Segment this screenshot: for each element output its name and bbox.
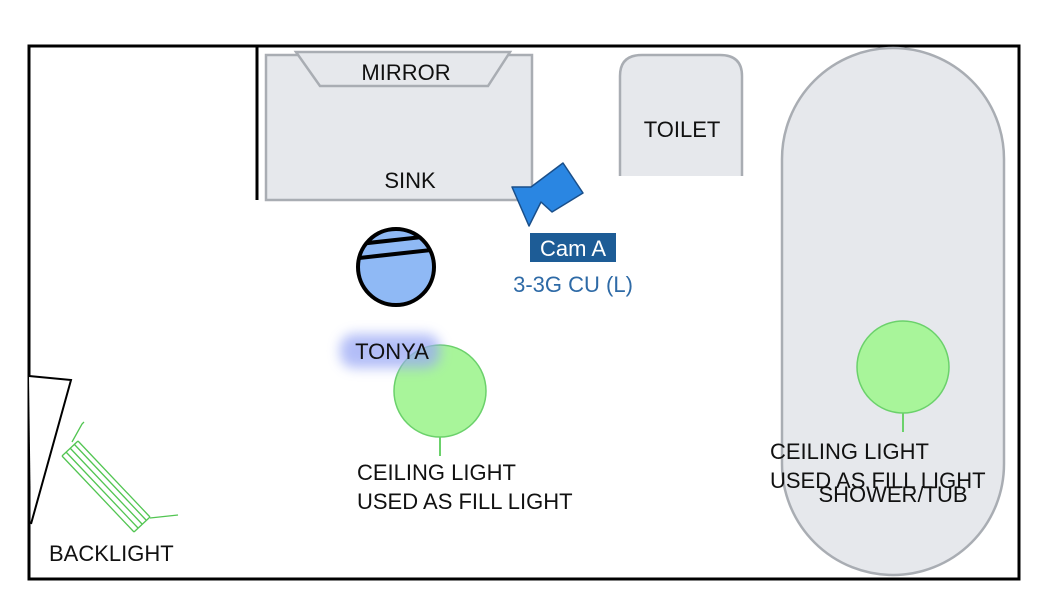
mirror-label: MIRROR bbox=[361, 60, 450, 85]
mirror-fixture bbox=[293, 50, 513, 88]
camera-a: Cam A 3-3G CU (L) bbox=[511, 162, 633, 297]
ceiling-light-right-label-2: USED AS FILL LIGHT bbox=[770, 468, 986, 493]
actor-label: TONYA bbox=[355, 339, 429, 364]
ceiling-light-right bbox=[856, 320, 950, 432]
backlight bbox=[61, 421, 179, 533]
room-wall bbox=[27, 44, 1021, 581]
ceiling-light-left-label-2: USED AS FILL LIGHT bbox=[357, 489, 573, 514]
toilet-fixture: TOILET bbox=[618, 53, 744, 176]
sink-label: SINK bbox=[384, 168, 436, 193]
sink-fixture: MIRROR SINK bbox=[264, 50, 534, 202]
camera-shot-label: 3-3G CU (L) bbox=[513, 272, 633, 297]
camera-label-bg bbox=[530, 233, 616, 262]
actor-tonya: TONYA bbox=[340, 227, 440, 368]
toilet-label: TOILET bbox=[644, 117, 721, 142]
backlight-label: BACKLIGHT bbox=[49, 541, 174, 566]
ceiling-light-left-label-1: CEILING LIGHT bbox=[357, 460, 516, 485]
camera-icon bbox=[511, 162, 584, 227]
ceiling-light-right-label-1: CEILING LIGHT bbox=[770, 439, 929, 464]
shower-label: SHOWER/TUB bbox=[818, 482, 967, 507]
shower-fixture bbox=[780, 46, 1006, 577]
camera-label: Cam A bbox=[540, 236, 606, 261]
door bbox=[28, 375, 73, 525]
